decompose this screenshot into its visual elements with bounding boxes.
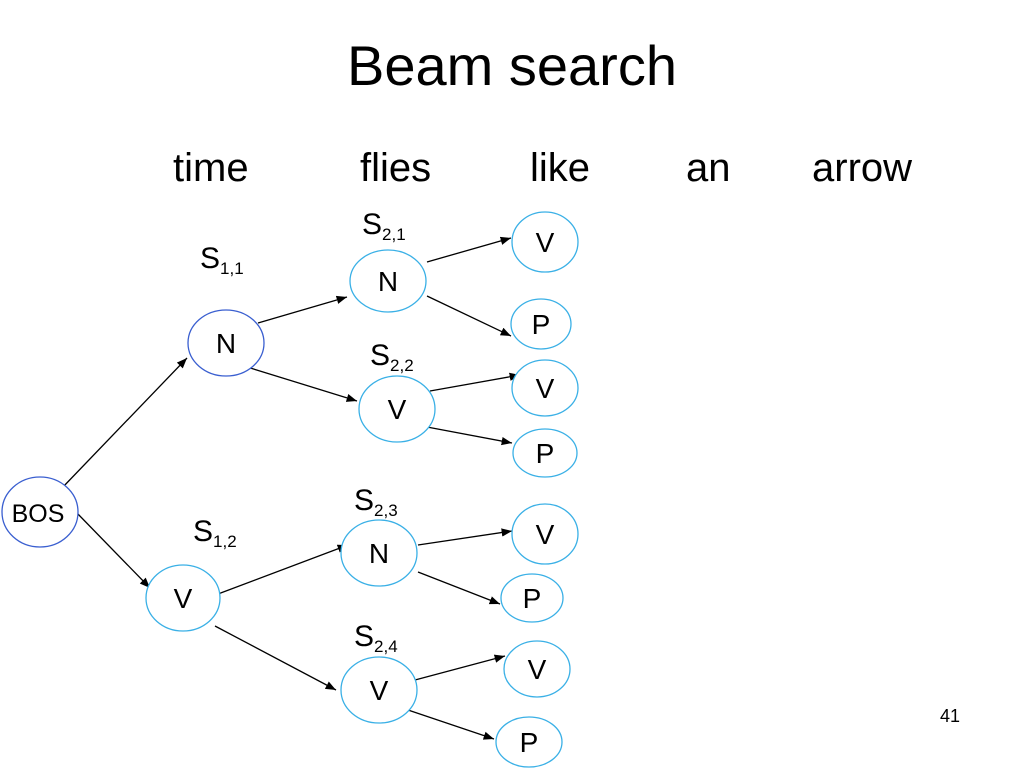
edge-n21-p31 [426,295,512,337]
edge-v1-v24 [214,625,337,691]
node-v22: V [358,375,436,443]
edge-n21-v31 [426,236,512,263]
edge-n1-v22 [246,366,358,402]
node-label: N [378,266,398,297]
state-label-s24: S2,4 [354,620,398,656]
node-n1: N [187,309,265,377]
node-v33: V [511,503,579,565]
state-letter: S [370,339,391,372]
node-label: N [369,538,389,569]
state-label-s23: S2,3 [354,484,398,520]
node-v24: V [340,656,418,724]
node-v32: V [511,359,579,417]
edge-v1-n23 [217,544,349,595]
node-label: V [536,227,555,258]
node-p32: P [512,428,578,478]
page-number: 41 [939,706,960,726]
state-letter: S [193,515,214,548]
edge-n23-v33 [417,528,513,546]
node-label: P [523,583,542,614]
node-label: N [216,328,236,359]
state-letter: S [200,242,221,275]
node-label: P [532,309,551,340]
node-v1: V [145,564,221,632]
node-label: V [388,394,407,425]
edge-v24-p34 [407,709,495,740]
word-an: an [686,146,731,190]
word-like: like [530,146,591,190]
state-subscript: 2,3 [374,501,398,520]
state-subscript: 2,2 [390,356,414,375]
slide-title: Beam search [347,34,677,97]
state-subscript: 1,1 [220,259,244,278]
edge-bos-n1 [61,357,188,489]
word-flies: flies [360,146,432,190]
node-n23: N [340,519,418,587]
edge-n23-p33 [417,571,501,605]
edge-v24-v34 [414,654,506,681]
node-label: P [520,727,539,758]
state-letter: S [362,208,383,241]
node-label: V [528,654,547,685]
edge-bos-v1 [75,511,151,589]
node-bos: BOS [1,476,79,548]
edge-v22-v32 [429,372,521,392]
node-label: V [536,373,555,404]
state-subscript: 2,4 [374,637,398,656]
node-v34: V [503,640,571,698]
state-label-s12: S1,2 [193,515,237,551]
state-subscript: 2,1 [382,225,406,244]
word-arrow: arrow [812,146,913,190]
state-label-s22: S2,2 [370,339,414,375]
node-v31: V [511,211,579,273]
word-time: time [173,146,249,190]
edge-v22-p32 [426,426,513,446]
node-p33: P [500,573,564,623]
state-subscript: 1,2 [213,532,237,551]
edge-n1-n21 [257,295,348,324]
node-p31: P [510,298,572,350]
node-n21: N [349,249,427,313]
node-p34: P [495,716,563,768]
node-label: P [536,438,555,469]
state-label-s21: S2,1 [362,208,406,244]
state-letter: S [354,620,375,653]
node-label: V [174,583,193,614]
node-label: V [536,519,555,550]
state-letter: S [354,484,375,517]
edges [61,236,521,740]
state-label-s11: S1,1 [200,242,244,278]
node-label: V [370,675,389,706]
node-label: BOS [12,500,65,528]
